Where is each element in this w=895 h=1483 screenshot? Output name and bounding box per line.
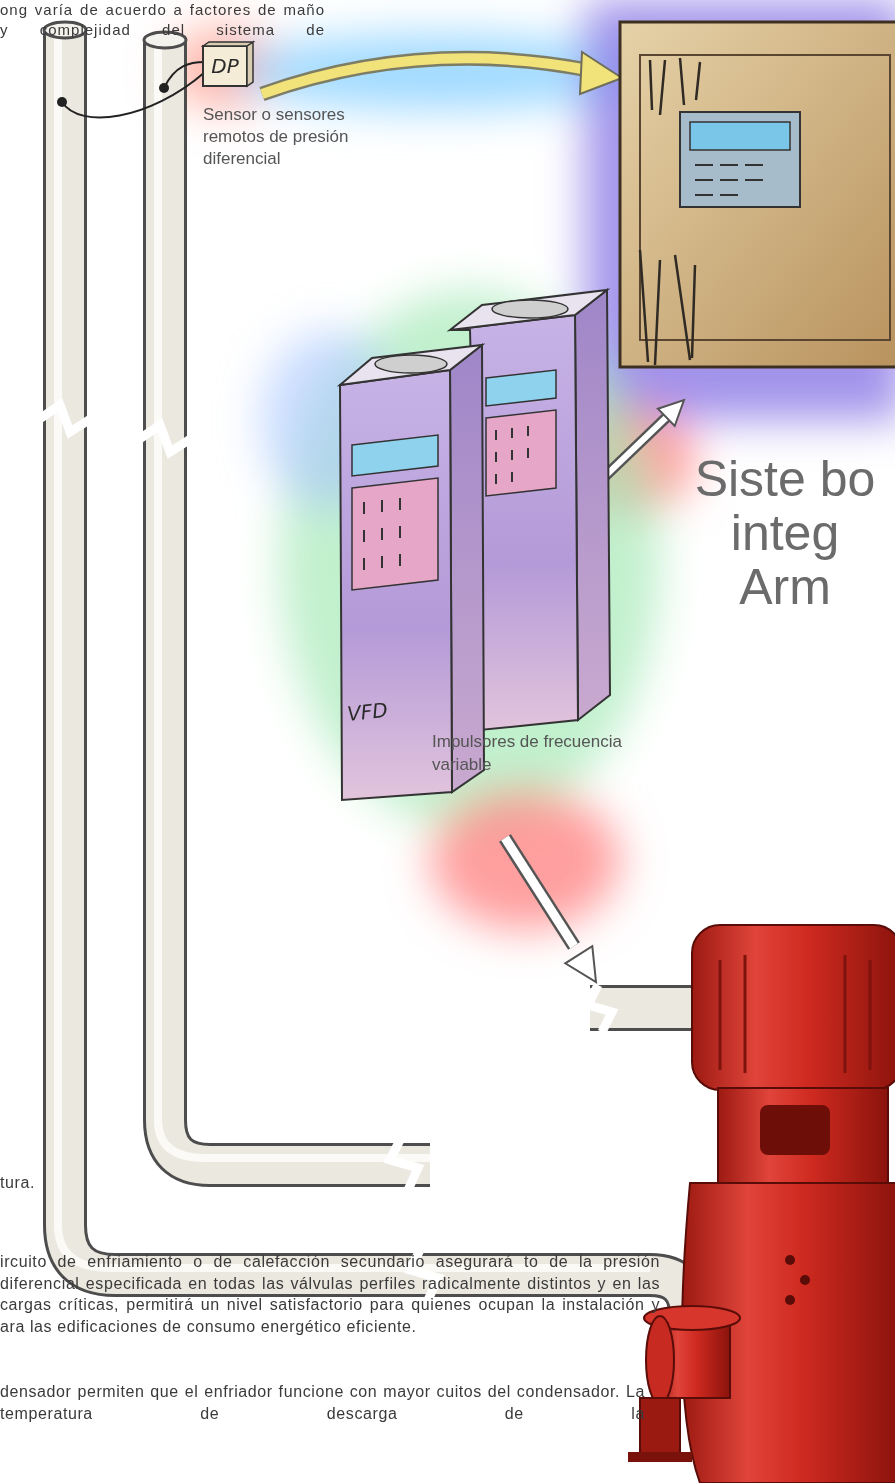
arrow-outline — [505, 838, 574, 946]
display-screen — [690, 122, 790, 150]
sensor-wires — [57, 62, 205, 117]
controller-display — [680, 112, 800, 207]
node-caption: Impulsores de frecuencia variable — [432, 730, 622, 776]
node-tag: DP — [203, 54, 247, 78]
display-screen — [352, 435, 438, 476]
drive-node: VFD Impulsores de frecuencia variable — [330, 290, 620, 790]
cabinet-door — [640, 55, 890, 340]
wire — [164, 62, 205, 88]
body-text: tura. — [0, 1172, 200, 1194]
cabinet-body — [620, 22, 895, 367]
pump-flange — [646, 1316, 674, 1404]
sensor-node: DPSensor o sensores remotos de presión d… — [203, 46, 247, 86]
glow-group — [170, 0, 895, 930]
keypad — [486, 410, 556, 496]
arrow-body — [505, 838, 574, 946]
pump-coupling — [718, 1088, 888, 1183]
pump — [628, 925, 895, 1483]
node-tag: VFD — [346, 696, 408, 726]
sensor-box — [203, 46, 247, 86]
purple-glow — [585, 0, 895, 420]
keypad — [352, 478, 438, 590]
pump-bolt — [785, 1255, 795, 1265]
arrow-head — [580, 52, 622, 94]
down-arrow — [505, 838, 596, 982]
node-caption: Sensor o sensores remotos de presión dif… — [203, 104, 403, 170]
pump-foot — [640, 1398, 680, 1458]
pump-bolt — [800, 1275, 810, 1285]
controller-cabinet — [620, 22, 895, 367]
keypad-keys — [496, 426, 528, 484]
pump-motor — [692, 925, 895, 1090]
cabinet-side — [450, 345, 484, 792]
signal-arrow — [262, 52, 622, 94]
wire — [62, 72, 205, 117]
fan — [375, 355, 447, 373]
fan — [492, 300, 568, 318]
body-text: ircuito de enfriamiento o de calefacción… — [0, 1251, 660, 1338]
diagram-title: Siste bo integ Arm — [690, 452, 880, 614]
pump-window — [760, 1105, 830, 1155]
arrow-body — [262, 58, 588, 94]
cabinet-top — [450, 290, 607, 330]
break-mark — [138, 425, 192, 452]
pump-foot — [628, 1452, 692, 1462]
motor-ribs — [720, 955, 870, 1073]
arrow-head — [565, 946, 596, 982]
break-mark — [390, 1140, 418, 1190]
vfd-front — [340, 345, 484, 800]
keypad-keys — [364, 498, 400, 570]
display-marks — [695, 165, 763, 195]
cabinet-wires — [640, 58, 700, 365]
break-mark — [588, 985, 612, 1032]
display-screen — [486, 370, 556, 406]
pipe-highlight — [58, 32, 650, 1268]
arrow-head — [658, 400, 684, 426]
pump-bolt — [785, 1295, 795, 1305]
cabinet-side — [575, 290, 610, 720]
pipe-outline — [65, 30, 690, 1330]
cabinet-top — [340, 345, 482, 385]
arrow-outline — [262, 58, 588, 94]
pipe-body — [65, 30, 690, 1330]
sensor-box-side — [203, 42, 253, 86]
body-text: ong varía de acuerdo a factores de maño … — [0, 0, 325, 40]
body-text: densador permiten que el enfriador funci… — [0, 1381, 645, 1424]
break-mark — [38, 405, 92, 432]
